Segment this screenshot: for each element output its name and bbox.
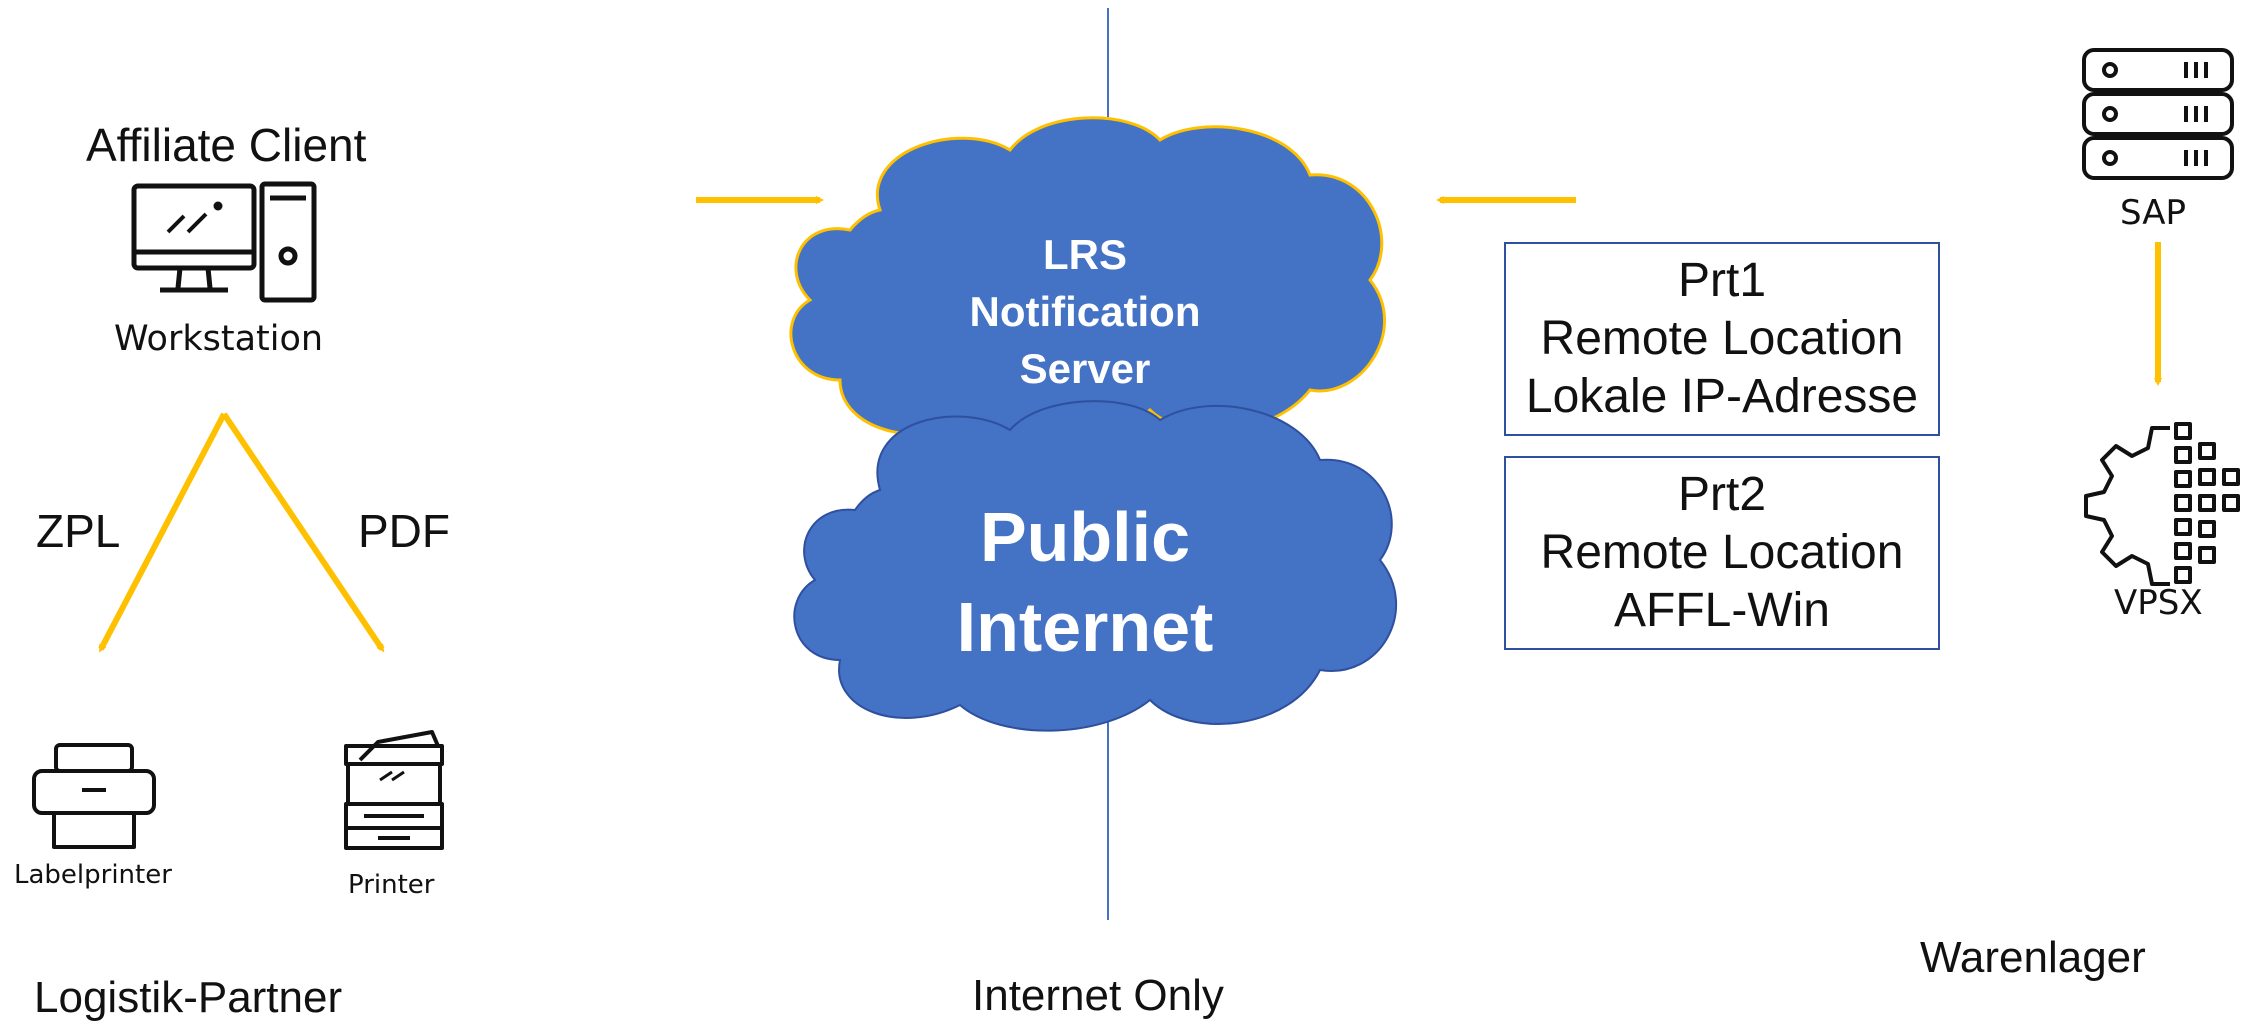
- notification-server-cloud: [789, 116, 1387, 443]
- internet-only-title: Internet Only: [972, 971, 1224, 1020]
- internet-line-1: Public: [979, 498, 1191, 576]
- server-line-1: LRS: [1043, 231, 1127, 278]
- gear-processing-icon: [2084, 422, 2240, 586]
- prt1-box: Prt1 Remote Location Lokale IP-Adresse: [1504, 242, 1940, 436]
- vpsx-label: VPSX: [2114, 583, 2203, 623]
- server-line-3: Server: [1019, 345, 1151, 392]
- prt1-location: Remote Location: [1540, 312, 1904, 365]
- affiliate-client-title: Affiliate Client: [86, 119, 367, 171]
- workstation-icon: [131, 181, 317, 303]
- label-printer-icon: [32, 743, 156, 849]
- public-internet-cloud: [793, 400, 1398, 732]
- prt2-box: Prt2 Remote Location AFFL-Win: [1504, 456, 1940, 650]
- prt1-address: Lokale IP-Adresse: [1525, 370, 1919, 423]
- printer-icon: [344, 730, 444, 850]
- prt2-system: AFFL-Win: [1614, 584, 1830, 637]
- zpl-arrow: [98, 412, 227, 653]
- pdf-arrow: [221, 412, 385, 653]
- labelprinter-label: Labelprinter: [14, 860, 172, 890]
- pdf-label: PDF: [358, 505, 450, 557]
- logistik-partner-title: Logistik-Partner: [34, 973, 343, 1022]
- prt1-name: Prt1: [1677, 254, 1767, 307]
- printer-label: Printer: [348, 870, 435, 900]
- public-internet-text: Public Internet: [900, 492, 1270, 672]
- sap-label: SAP: [2120, 193, 2186, 233]
- notification-server-text: LRS Notification Server: [900, 226, 1270, 397]
- prt2-location: Remote Location: [1540, 526, 1904, 579]
- workstation-label: Workstation: [114, 319, 324, 359]
- server-line-2: Notification: [969, 288, 1201, 335]
- internet-line-2: Internet: [956, 588, 1214, 666]
- zpl-label: ZPL: [36, 505, 121, 557]
- warenlager-title: Warenlager: [1920, 933, 2146, 982]
- server-rack-icon: [2082, 48, 2234, 180]
- prt2-name: Prt2: [1677, 468, 1767, 521]
